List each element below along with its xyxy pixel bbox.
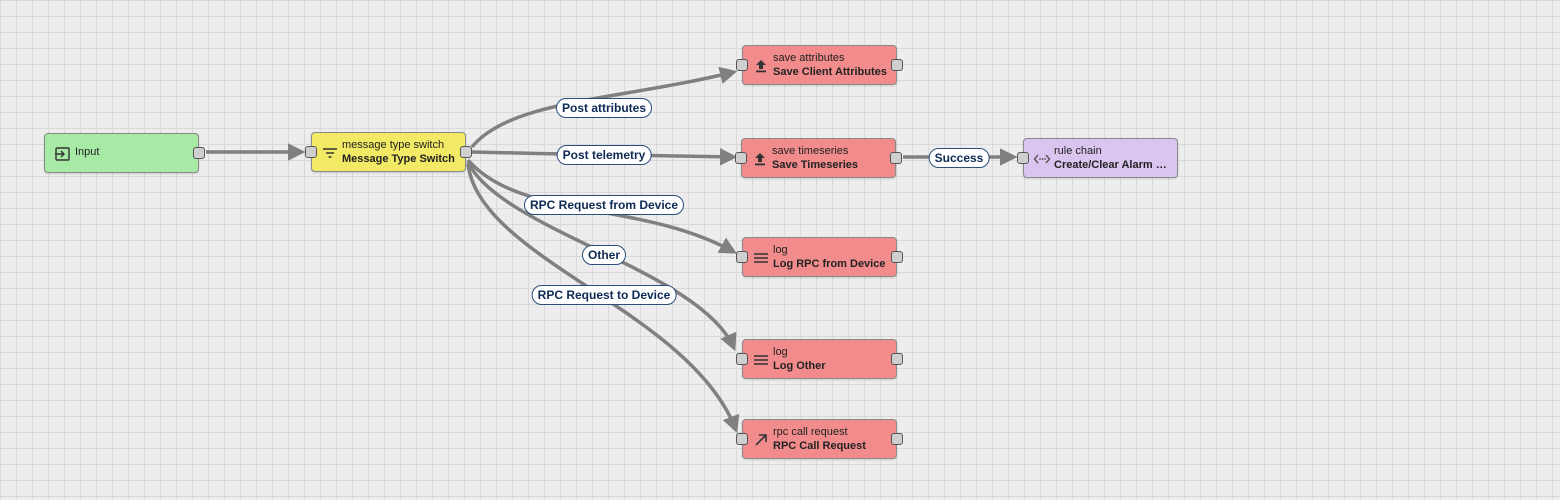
edge-label-other[interactable]: Other: [581, 245, 627, 265]
log-rpc-input-port[interactable]: [736, 251, 748, 263]
rpc-call-input-port[interactable]: [736, 433, 748, 445]
save-timeseries-node[interactable]: save timeseries Save Timeseries: [735, 138, 902, 178]
switch-output-port[interactable]: [460, 146, 472, 158]
edge-label-post-telemetry[interactable]: Post telemetry: [556, 145, 652, 165]
input-node-label: Input: [75, 146, 100, 158]
log-rpc-from-device-node[interactable]: log Log RPC from Device: [736, 237, 903, 277]
edge-label-success[interactable]: Success: [928, 148, 990, 168]
log-other-input-port[interactable]: [736, 353, 748, 365]
edge-label-rpc-from-device[interactable]: RPC Request from Device: [523, 195, 685, 215]
switch-node-name: Message Type Switch: [342, 153, 455, 165]
log-other-node-type: log: [773, 346, 788, 358]
code-icon: [1033, 150, 1051, 168]
save-timeseries-node-type: save timeseries: [772, 145, 849, 157]
save-timeseries-output-port[interactable]: [890, 152, 902, 164]
input-node-output-port[interactable]: [193, 147, 205, 159]
rpc-call-output-port[interactable]: [891, 433, 903, 445]
edge-label-post-attributes[interactable]: Post attributes: [555, 98, 653, 118]
switch-input-port[interactable]: [305, 146, 317, 158]
message-type-switch-node[interactable]: message type switch Message Type Switch: [305, 132, 472, 172]
switch-node-type: message type switch: [342, 139, 445, 151]
edge-label-rpc-to-device[interactable]: RPC Request to Device: [531, 285, 677, 305]
input-node[interactable]: Input: [44, 133, 205, 173]
save-attributes-node-name: Save Client Attributes: [773, 66, 887, 78]
arrow-up-right-icon: [752, 431, 770, 449]
rpc-call-node-name: RPC Call Request: [773, 440, 866, 452]
rule-chain-node-type: rule chain: [1054, 145, 1102, 157]
log-rpc-node-name: Log RPC from Device: [773, 258, 886, 270]
menu-icon: [752, 249, 770, 267]
save-timeseries-node-name: Save Timeseries: [772, 159, 859, 171]
rpc-call-request-node[interactable]: rpc call request RPC Call Request: [736, 419, 903, 459]
log-rpc-output-port[interactable]: [891, 251, 903, 263]
log-other-node-name: Log Other: [773, 360, 826, 372]
save-timeseries-input-port[interactable]: [735, 152, 747, 164]
log-rpc-node-type: log: [773, 244, 788, 256]
upload-icon: [752, 57, 770, 75]
log-other-output-port[interactable]: [891, 353, 903, 365]
rule-chain-input-port[interactable]: [1017, 152, 1029, 164]
save-attributes-node-type: save attributes: [773, 52, 845, 64]
log-other-node[interactable]: log Log Other: [736, 339, 903, 379]
rpc-call-node-type: rpc call request: [773, 426, 848, 438]
save-attributes-output-port[interactable]: [891, 59, 903, 71]
upload-icon: [751, 150, 769, 168]
input-icon: [54, 145, 72, 163]
filter-icon: [321, 144, 339, 162]
rule-chain-node[interactable]: rule chain Create/Clear Alarm &...: [1017, 138, 1178, 178]
rule-chain-node-name: Create/Clear Alarm &...: [1054, 159, 1171, 171]
save-attributes-input-port[interactable]: [736, 59, 748, 71]
menu-icon: [752, 351, 770, 369]
save-attributes-node[interactable]: save attributes Save Client Attributes: [736, 45, 903, 85]
